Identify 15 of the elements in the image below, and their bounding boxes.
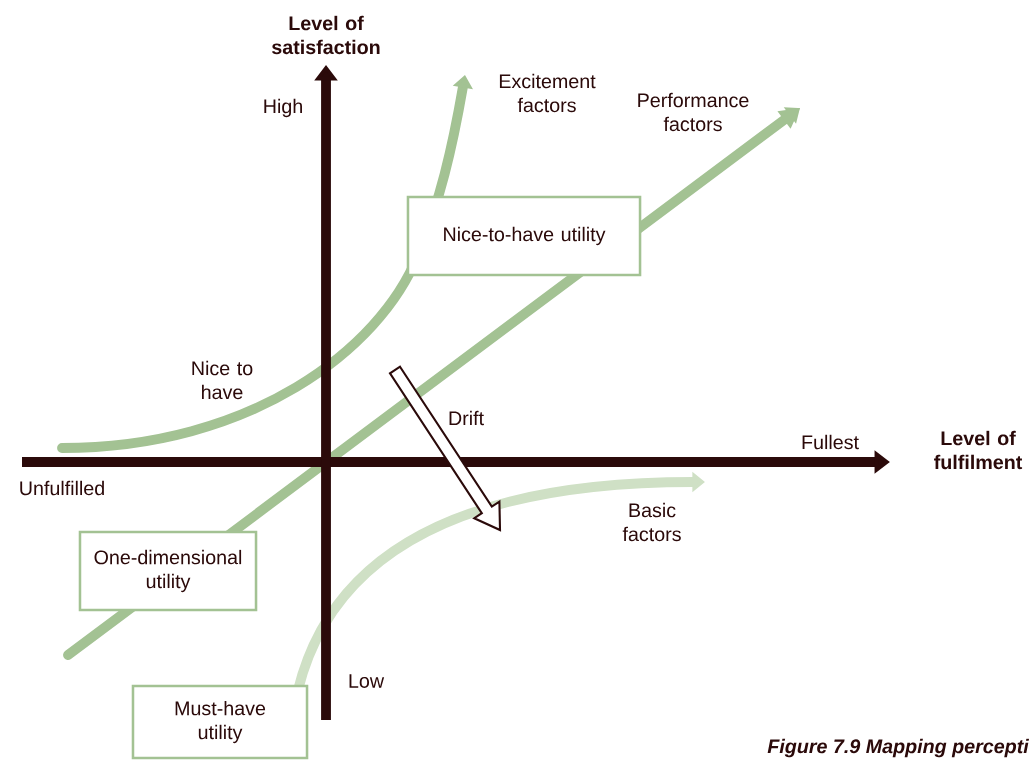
axis-title: Level of satisfaction [272,15,380,55]
curve-label: Basic factors [622,502,681,542]
axis-label: High [264,98,302,118]
axis-label: Unfulfilled [20,480,104,496]
figure-caption: Figure 7.9 Mapping percepti [767,738,1029,758]
axis-label: Low [349,674,385,688]
utility-box: One-dimensional utility [78,530,258,612]
arrow-label: Drift [449,410,484,426]
utility-box: Must-have utility [131,684,309,760]
axis-label: Fullest [802,434,859,450]
curve-label: Nice to have [192,360,253,400]
utility-box: Nice-to-have utility [406,195,642,277]
curve-label: Excitement factors [499,73,596,113]
axis-title: Level of fulfilment [934,430,1023,470]
curve-label: Performance factors [638,92,749,132]
